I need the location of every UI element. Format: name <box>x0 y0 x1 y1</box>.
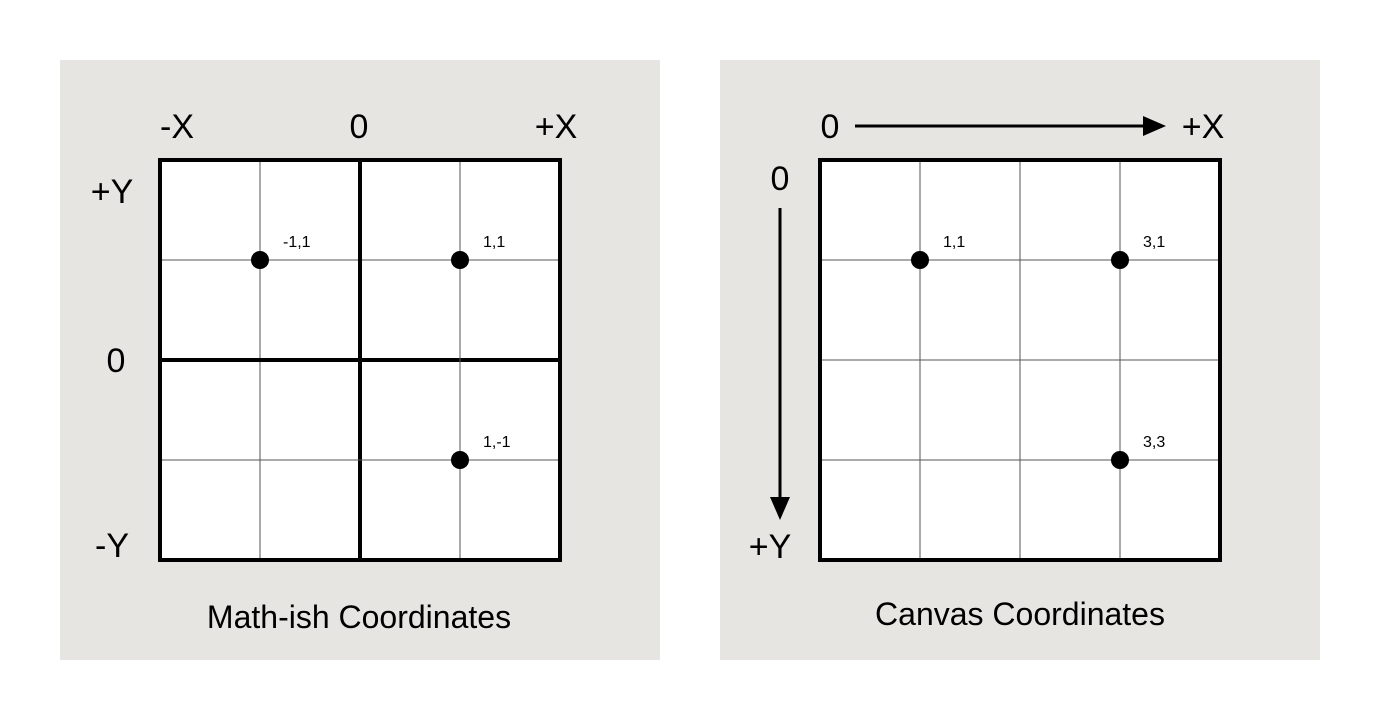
math-x-negative-label: -X <box>160 108 194 146</box>
canvas-caption: Canvas Coordinates <box>875 596 1165 632</box>
point-marker <box>1111 251 1129 269</box>
math-points: -1,1 1,1 1,-1 <box>251 234 511 469</box>
canvas-points: 1,1 3,1 3,3 <box>911 234 1165 469</box>
math-y-zero-label: 0 <box>107 342 126 380</box>
canvas-grid <box>818 158 1222 562</box>
point-label: -1,1 <box>283 234 311 251</box>
point-marker <box>911 251 929 269</box>
canvas-y-positive-label: +Y <box>749 528 792 566</box>
math-panel: -1,1 1,1 1,-1 -X 0 +X +Y 0 -Y Math-ish Coo… <box>60 60 660 660</box>
math-y-negative-label: -Y <box>95 527 129 565</box>
grid-border <box>158 158 562 562</box>
point-marker <box>251 251 269 269</box>
math-x-positive-label: +X <box>535 108 578 146</box>
canvas-x-arrow-head-icon <box>1143 116 1166 136</box>
canvas-y-zero-label: 0 <box>771 160 790 198</box>
point-marker <box>451 451 469 469</box>
point-marker <box>451 251 469 269</box>
grid-border <box>818 158 1222 562</box>
point-label: 1,-1 <box>483 434 511 451</box>
math-grid <box>158 158 562 562</box>
canvas-x-positive-label: +X <box>1182 108 1225 146</box>
math-caption: Math-ish Coordinates <box>207 599 511 635</box>
point-marker <box>1111 451 1129 469</box>
math-y-positive-label: +Y <box>91 173 134 211</box>
canvas-y-arrow-head-icon <box>770 497 790 520</box>
point-label: 1,1 <box>943 234 965 251</box>
canvas-panel: 1,1 3,1 3,3 0 +X 0 +Y Canvas Coordinates <box>720 60 1320 660</box>
point-label: 3,3 <box>1143 434 1165 451</box>
point-label: 1,1 <box>483 234 505 251</box>
canvas-x-zero-label: 0 <box>821 108 840 146</box>
math-x-zero-label: 0 <box>350 108 369 146</box>
point-label: 3,1 <box>1143 234 1165 251</box>
